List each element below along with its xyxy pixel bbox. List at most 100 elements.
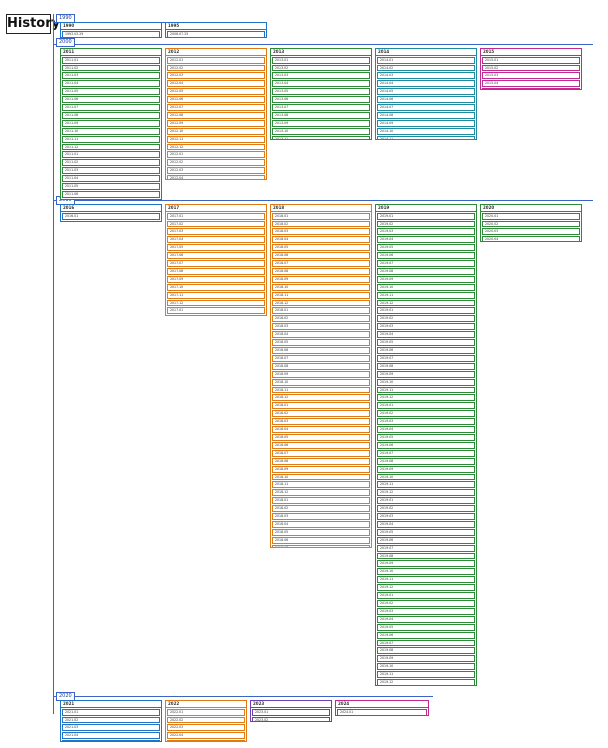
column-head: 2013 <box>271 49 371 56</box>
column-head: 2015 <box>481 49 581 56</box>
list-item: 2018.01 <box>272 402 370 410</box>
list-item: 2014.08 <box>377 111 475 119</box>
list-item: 2019.12 <box>377 299 475 307</box>
list-item: 2013.08 <box>272 111 370 119</box>
column-head: 2020 <box>481 205 581 212</box>
list-item: 2021.02 <box>62 716 160 724</box>
list-item: 2012.11 <box>167 135 265 143</box>
column-head: 2011 <box>61 49 161 56</box>
list-item: 2019.02 <box>377 315 475 323</box>
list-item: 2019.10 <box>377 378 475 386</box>
list-item: 2014.09 <box>377 119 475 127</box>
list-item: 2013.02 <box>272 64 370 72</box>
list-item: 2017.01 <box>167 307 265 315</box>
list-item: 2019.09 <box>377 465 475 473</box>
list-item: 2019.03 <box>377 607 475 615</box>
list-item: 2018.12 <box>272 489 370 497</box>
list-item: 2024.01 <box>337 708 427 715</box>
list-item: 2015.02 <box>482 64 580 72</box>
list-item: 2013.01 <box>272 56 370 64</box>
list-item: 2011.06 <box>62 191 160 198</box>
list-item: 2019.05 <box>377 623 475 631</box>
list-item: 2018.04 <box>272 236 370 244</box>
list-item: 2018.06 <box>272 441 370 449</box>
list-item: 2019.03 <box>377 513 475 520</box>
list-item: 2011.02 <box>62 159 160 167</box>
list-item: 2014.05 <box>377 88 475 96</box>
list-item: 2017.11 <box>167 291 265 299</box>
list-item: 2011.07 <box>62 104 160 111</box>
list-item: 2019.04 <box>377 236 475 244</box>
list-item: 2012.10 <box>167 127 265 135</box>
list-item: 2019.04 <box>377 520 475 528</box>
list-item: 2018.05 <box>272 339 370 346</box>
list-item: 2019.06 <box>377 347 475 354</box>
list-item: 2013.04 <box>272 80 370 88</box>
list-item: 2018.04 <box>272 426 370 433</box>
list-item: 2013.07 <box>272 104 370 111</box>
list-item: 2014.07 <box>377 104 475 111</box>
list-item: 2018.03 <box>272 513 370 520</box>
list-item: 2019.11 <box>377 576 475 584</box>
list-item: 2016.01 <box>62 212 160 220</box>
list-item: 2011.05 <box>62 88 160 96</box>
column-head: 1990 <box>61 23 161 30</box>
list-item: 2018.04 <box>272 331 370 339</box>
list-item: 2019.04 <box>377 331 475 339</box>
list-item: 2018.10 <box>272 378 370 386</box>
list-item: 1993.03.29 <box>62 30 160 37</box>
list-item: 2019.01 <box>377 212 475 220</box>
list-item: 2012.12 <box>167 143 265 151</box>
list-item: 2019.12 <box>377 679 475 685</box>
column-1990: 1990 1993.03.29 <box>60 22 162 38</box>
list-item: 2019.05 <box>377 528 475 536</box>
list-item: 2021.03 <box>62 724 160 732</box>
list-item: 2020.03 <box>482 228 580 236</box>
list-item: 2017.08 <box>167 267 265 275</box>
list-item: 2012.02 <box>167 159 265 167</box>
list-item: 2019.10 <box>377 663 475 671</box>
list-item: 2022.05 <box>167 740 245 741</box>
list-item: 2018.07 <box>272 260 370 267</box>
list-item: 2021.01 <box>62 708 160 716</box>
column-head: 2016 <box>61 205 161 212</box>
column-head: 2022 <box>166 701 246 708</box>
list-item: 2019.10 <box>377 473 475 481</box>
list-item: 2019.07 <box>377 354 475 362</box>
list-item: 2017.12 <box>167 299 265 307</box>
list-item: 2018.12 <box>272 299 370 307</box>
list-item: 2019.01 <box>377 497 475 505</box>
column-head: 2014 <box>376 49 476 56</box>
list-item: 2013.09 <box>272 119 370 127</box>
list-item: 2019.11 <box>377 481 475 489</box>
list-item: 2019.09 <box>377 655 475 663</box>
list-item: 2019.09 <box>377 560 475 568</box>
list-item: 2018.11 <box>272 291 370 299</box>
timeline-line <box>53 14 54 714</box>
column-1995: 1995 2006.07.25 <box>165 22 267 38</box>
era-label-2000: 2000 <box>56 38 75 47</box>
list-item: 2019.05 <box>377 339 475 346</box>
list-item: 2015.03 <box>482 72 580 80</box>
list-item: 2019.02 <box>377 600 475 607</box>
column-head: 2018 <box>271 205 371 212</box>
list-item: 2011.09 <box>62 119 160 127</box>
era-line-2020 <box>53 696 433 697</box>
list-item: 2011.01 <box>62 56 160 64</box>
list-item: 2006.07.25 <box>167 30 265 37</box>
list-item: 2018.11 <box>272 386 370 394</box>
list-item: 2019.06 <box>377 536 475 544</box>
list-item: 2015.01 <box>482 56 580 64</box>
list-item: 2012.08 <box>167 111 265 119</box>
list-item: 2019.06 <box>377 252 475 260</box>
list-item: 2012.07 <box>167 104 265 111</box>
list-item: 2012.03 <box>167 72 265 80</box>
list-item: 2018.01 <box>272 307 370 315</box>
list-item: 2018.06 <box>272 252 370 260</box>
list-item: 2017.07 <box>167 260 265 267</box>
list-item: 2013.06 <box>272 96 370 104</box>
list-item: 2019.04 <box>377 426 475 433</box>
